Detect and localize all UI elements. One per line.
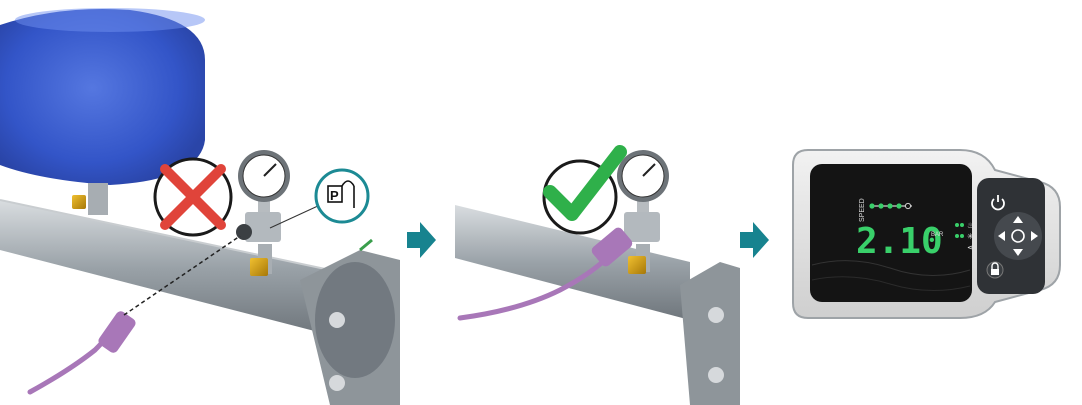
correct-check-icon: [544, 152, 620, 233]
step-arrow-icon: [407, 222, 436, 258]
incorrect-cross-icon: [155, 159, 231, 235]
step-arrow-icon: [740, 222, 769, 258]
display-value: 2.10: [856, 221, 943, 262]
speed-led: [869, 203, 874, 208]
tank-valve: [72, 183, 108, 215]
power-button[interactable]: [990, 194, 1006, 210]
pressure-symbol-letter: P: [330, 188, 339, 203]
expansion-tank: [0, 8, 205, 185]
lock-button[interactable]: [987, 262, 1003, 278]
pump-flange: [300, 240, 400, 405]
speed-led: [887, 203, 892, 208]
speed-led: [878, 203, 883, 208]
speed-led: [905, 203, 910, 208]
pump-flange: [680, 262, 740, 405]
speed-led: [896, 203, 901, 208]
branch-icon: ⋖: [967, 243, 974, 252]
bar-label: BAR: [931, 232, 944, 238]
fan-icon: ✳: [967, 232, 974, 241]
panel-correct: [455, 150, 740, 405]
panel-incorrect: P: [0, 8, 400, 405]
speed-label: SPEED: [859, 198, 866, 222]
pump-controller: SPEED 2.10 BAR ♨ ✳ ⋖: [793, 150, 1060, 318]
tap-icon: ♨: [967, 221, 974, 230]
